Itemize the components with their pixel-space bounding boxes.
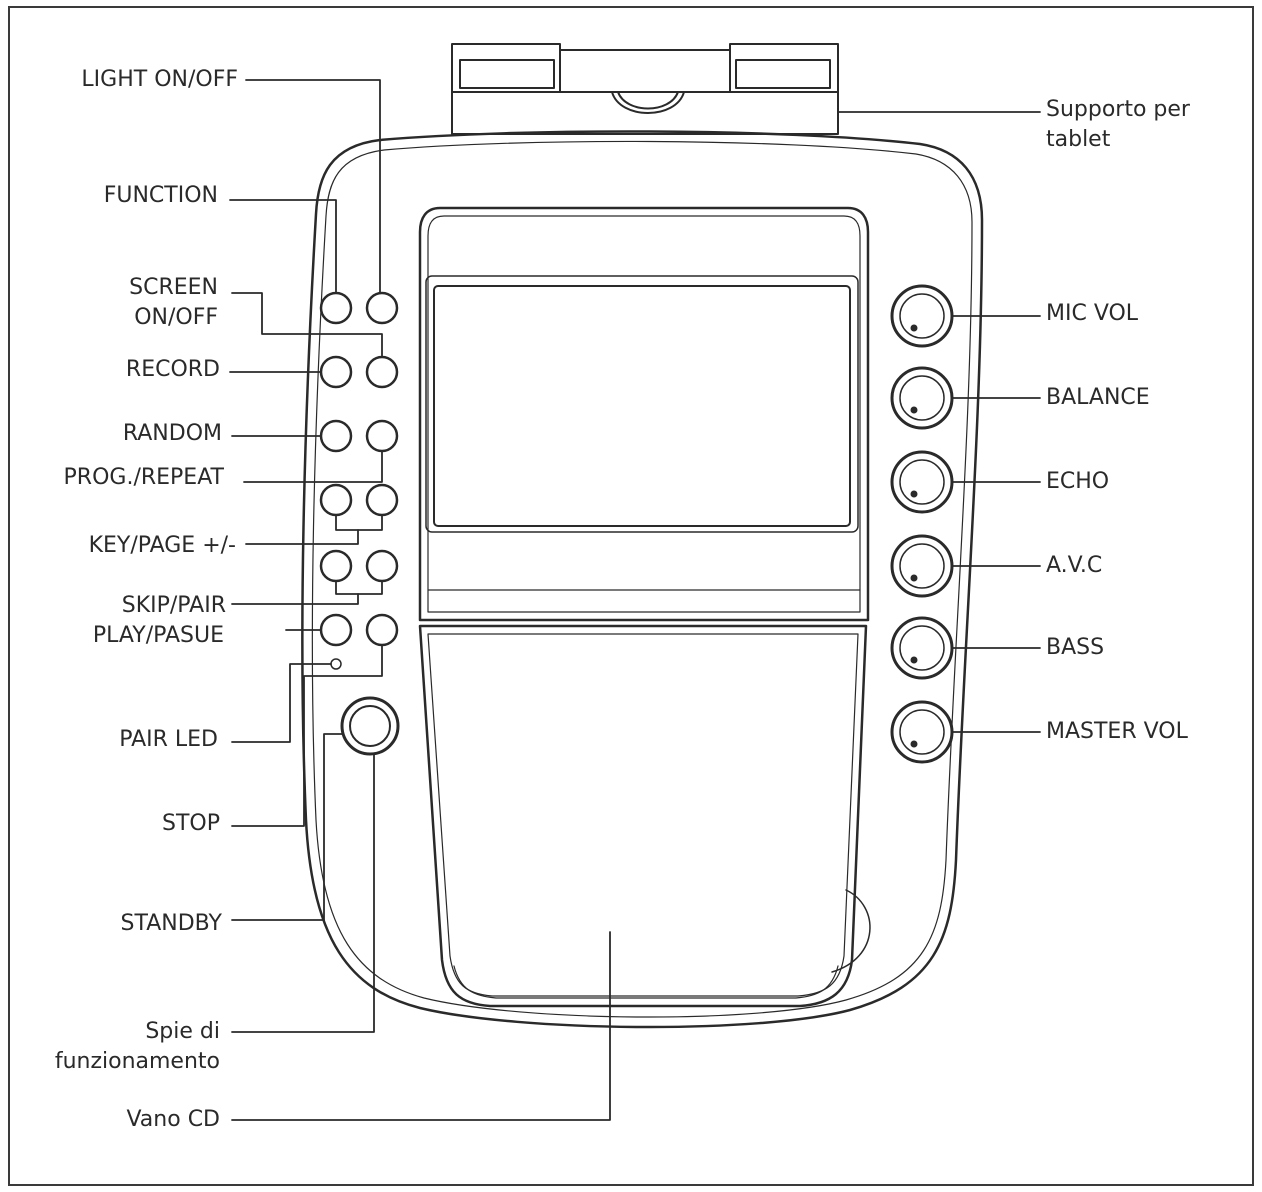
label-bass: BASS	[1046, 635, 1105, 660]
function-button	[319, 291, 353, 325]
leader-lines-left	[229, 79, 611, 1121]
label-balance: BALANCE	[1046, 385, 1150, 410]
pair-led	[330, 658, 342, 670]
label-skip-pair: SKIP/PAIR	[121, 593, 226, 618]
master-vol-knob	[890, 700, 954, 764]
screen-on-off-button	[365, 355, 399, 389]
label-spie-line1: Spie di	[145, 1019, 220, 1044]
cd-compartment	[418, 624, 868, 1008]
label-avc: A.V.C	[1046, 553, 1103, 578]
record-button	[319, 355, 353, 389]
label-echo: ECHO	[1046, 469, 1110, 494]
light-on-off-button	[365, 291, 399, 325]
label-vano-cd: Vano CD	[126, 1107, 220, 1132]
label-record: RECORD	[125, 357, 220, 382]
left-buttons	[319, 291, 399, 670]
play-pause-button	[319, 613, 353, 647]
tablet-support	[451, 43, 839, 135]
echo-knob	[890, 450, 954, 514]
random-button	[319, 419, 353, 453]
avc-knob	[890, 534, 954, 598]
label-stop: STOP	[162, 811, 220, 836]
label-key-page: KEY/PAGE +/-	[88, 533, 236, 558]
label-spie-line2: funzionamento	[54, 1049, 220, 1074]
label-supporto-line2: tablet	[1046, 127, 1111, 152]
label-light-on-off: LIGHT ON/OFF	[81, 67, 238, 92]
label-prog-repeat: PROG./REPEAT	[63, 465, 224, 490]
diagram-frame	[8, 6, 1254, 1186]
label-mic-vol: MIC VOL	[1046, 301, 1139, 326]
balance-knob	[890, 366, 954, 430]
standby-button	[340, 696, 400, 756]
label-screen-on-off-line2: ON/OFF	[134, 305, 218, 330]
label-master-vol: MASTER VOL	[1046, 719, 1188, 744]
key-page-plus-button	[365, 483, 399, 517]
skip-forward-button	[365, 549, 399, 583]
prog-repeat-button	[365, 419, 399, 453]
label-screen-on-off-line1: SCREEN	[129, 275, 218, 300]
device-body	[301, 130, 984, 1029]
label-function: FUNCTION	[103, 183, 218, 208]
label-supporto-line1: Supporto per	[1046, 97, 1190, 122]
leader-lines-right	[837, 111, 1041, 733]
key-page-minus-button	[319, 483, 353, 517]
right-knobs	[890, 284, 954, 764]
bass-knob	[890, 616, 954, 680]
label-pair-led: PAIR LED	[119, 727, 218, 752]
stop-button	[365, 613, 399, 647]
label-random: RANDOM	[122, 421, 222, 446]
screen-panel	[418, 206, 870, 622]
skip-back-button	[319, 549, 353, 583]
mic-vol-knob	[890, 284, 954, 348]
label-play-pause: PLAY/PASUE	[92, 623, 224, 648]
label-standby: STANDBY	[120, 911, 222, 936]
